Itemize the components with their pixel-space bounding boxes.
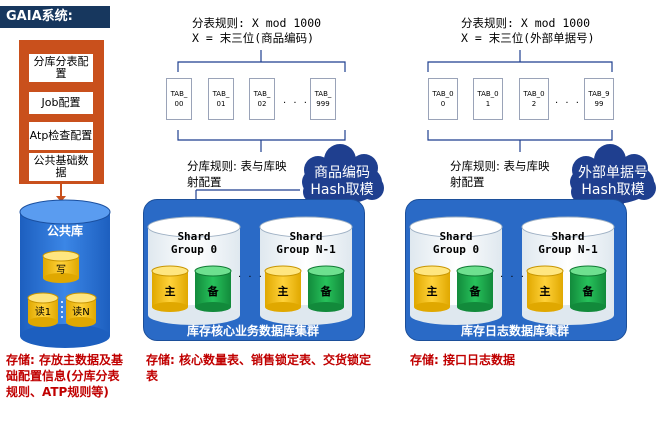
right-cluster-label: 库存日志数据库集群 [460,324,569,338]
right-db-rule-line2: 射配置 [450,175,485,189]
right-table-rule: 分表规则: X mod 1000 X = 末三位(外部单据号) [461,16,595,46]
left-tab-00: TAB_00 [166,78,192,120]
public-db-read1: 读1 [34,307,52,318]
right-shardN-primary: 主 [539,285,551,298]
public-db-label: 公共库 [46,224,83,238]
public-db-cylinder [19,199,111,348]
right-shard-dots: · · · [500,272,526,283]
left-shardN-backup: 备 [320,285,332,298]
right-db-rule: 分库规则: 表与库映 射配置 [450,158,550,190]
right-shard0-primary: 主 [426,285,438,298]
right-tab-dots: · · · [555,98,581,109]
config-panel: 分库分表配置 Job配置 Atp检查配置 公共基础数据 [19,40,104,184]
left-cluster-label: 库存核心业务数据库集群 [186,324,319,338]
config-item-atp: Atp检查配置 [29,122,93,150]
right-brace [427,61,613,72]
storage-public-text: 存储: 存放主数据及基础配置信息(分库分表规则、ATP规则等) [6,353,123,399]
right-shardN-backup: 备 [582,285,594,298]
left-shard-dots: · · · [238,272,264,283]
left-tab-dots: · · · [283,98,309,109]
right-table-rule-line2: X = 末三位(外部单据号) [461,31,595,45]
right-hash-cloud [570,144,656,214]
config-item-base-data: 公共基础数据 [29,153,93,181]
left-table-rule-line2: X = 末三位(商品编码) [192,31,315,45]
left-db-rule-line2: 射配置 [187,175,222,189]
storage-left-text: 存储: 核心数量表、销售锁定表、交货锁定表 [146,353,371,383]
left-table-rule: 分表规则: X mod 1000 X = 末三位(商品编码) [192,16,321,46]
left-brace [177,61,346,72]
config-item-sharding: 分库分表配置 [29,54,93,82]
left-table-rule-line1: 分表规则: X mod 1000 [192,16,322,30]
left-db-rule-line1: 分库规则: 表与库映 [187,159,287,173]
left-shardN-primary: 主 [277,285,289,298]
left-tab-01: TAB_01 [208,78,234,120]
right-cluster-shapes [409,216,615,325]
left-tab-02: TAB_02 [249,78,275,120]
left-hash-cloud [302,144,384,214]
left-cluster-shapes [147,216,353,325]
right-table-rule-line1: 分表规则: X mod 1000 [461,16,591,30]
left-shard0-backup: 备 [207,285,219,298]
right-db-rule-line1: 分库规则: 表与库映 [450,159,550,173]
right-shard0-backup: 备 [469,285,481,298]
left-tab-999: TAB_999 [310,78,336,120]
left-shard0-primary: 主 [164,285,176,298]
system-title: GAIA系统: [0,6,110,28]
left-db-rule: 分库规则: 表与库映 射配置 [187,158,287,190]
storage-right-text: 存储: 接口日志数据 [410,353,515,367]
public-db-write: 写 [56,265,66,276]
public-db-readN: 读N [72,307,90,318]
config-item-job: Job配置 [29,92,93,114]
